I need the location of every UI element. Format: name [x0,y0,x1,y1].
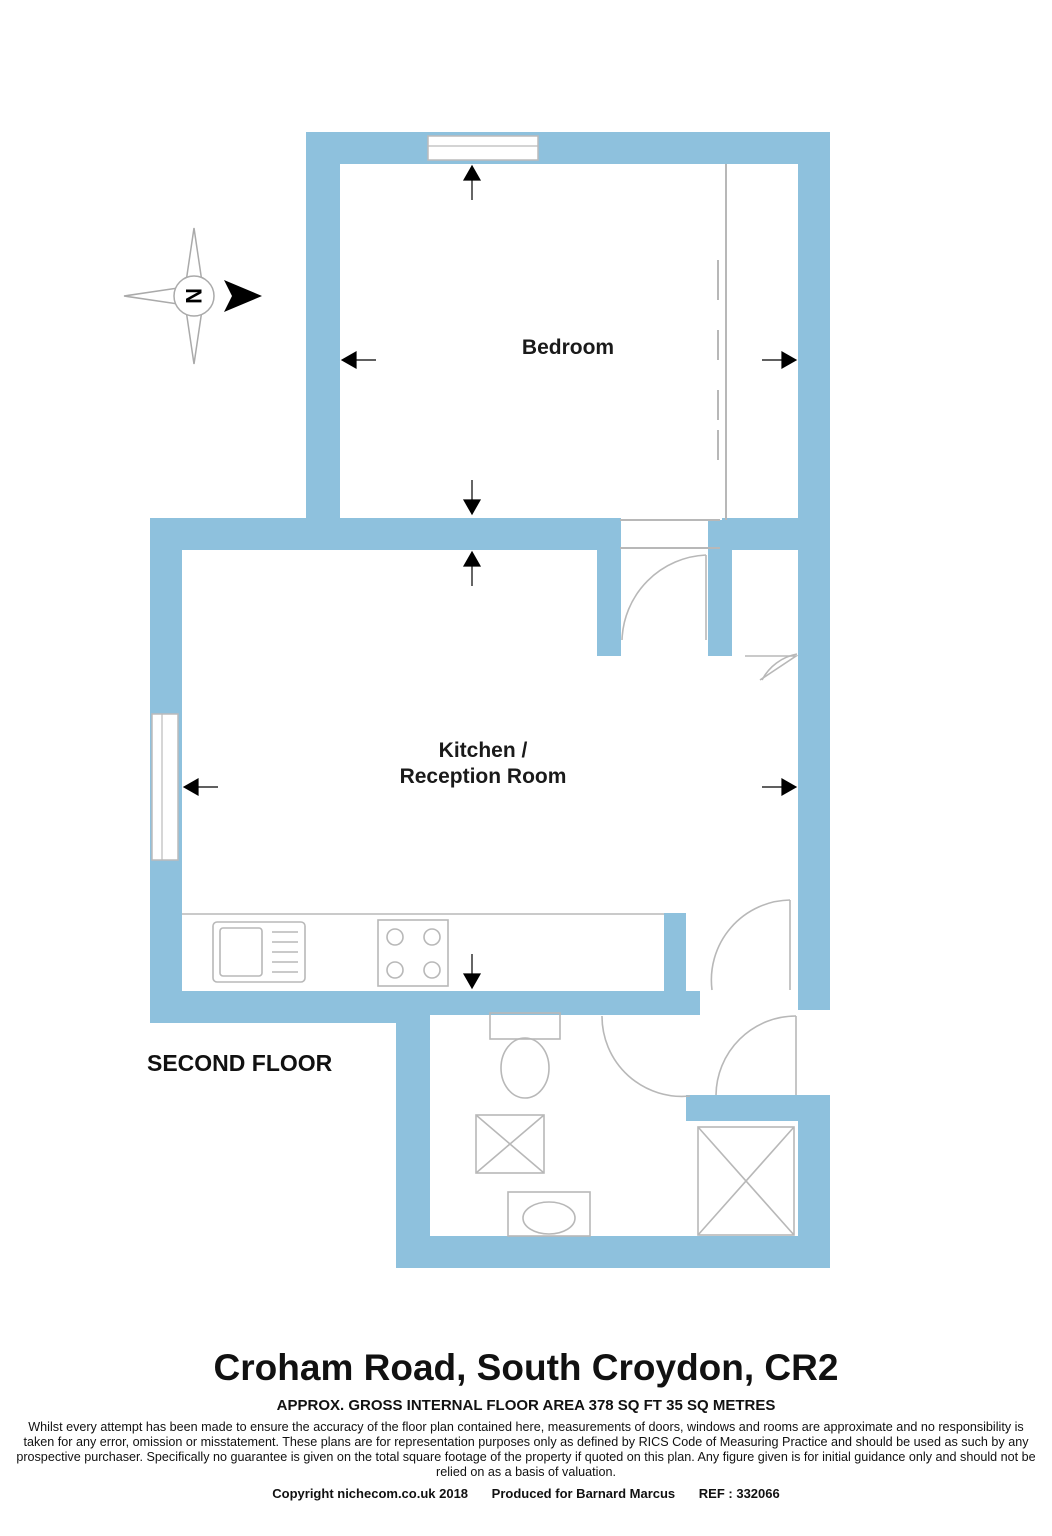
kitchen-fixtures [182,913,664,987]
walls [150,132,830,1268]
footer: Croham Road, South Croydon, CR2 APPROX. … [0,1345,1052,1501]
wardrobe [620,164,727,549]
property-title: Croham Road, South Croydon, CR2 [213,1347,839,1388]
doors [601,554,799,1098]
floor-label: SECOND FLOOR [147,1050,333,1076]
compass-icon: N [123,227,262,365]
window-left [151,713,179,861]
produced-for: Produced for Barnard Marcus [491,1486,676,1501]
floor-area: APPROX. GROSS INTERNAL FLOOR AREA 378 SQ… [276,1397,776,1414]
floor-plan: N [123,132,830,1268]
kitchen-label-line1: Kitchen / [438,739,528,762]
kitchen-reception-label: Kitchen / Reception Room [370,738,596,790]
bedroom-label: Bedroom [521,336,615,359]
reference: REF : 332066 [698,1486,780,1501]
kitchen-label-line2: Reception Room [399,765,567,788]
compass-label: N [181,288,206,304]
bathroom-fixtures [475,1012,795,1237]
measurement-arrows [182,164,798,990]
copyright: Copyright nichecom.co.uk 2018 [272,1486,469,1501]
window-top [427,135,539,161]
disclaimer: Whilst every attempt has been made to en… [16,1420,1036,1479]
copyright-line: Copyright nichecom.co.uk 2018 Produced f… [0,1486,1052,1501]
